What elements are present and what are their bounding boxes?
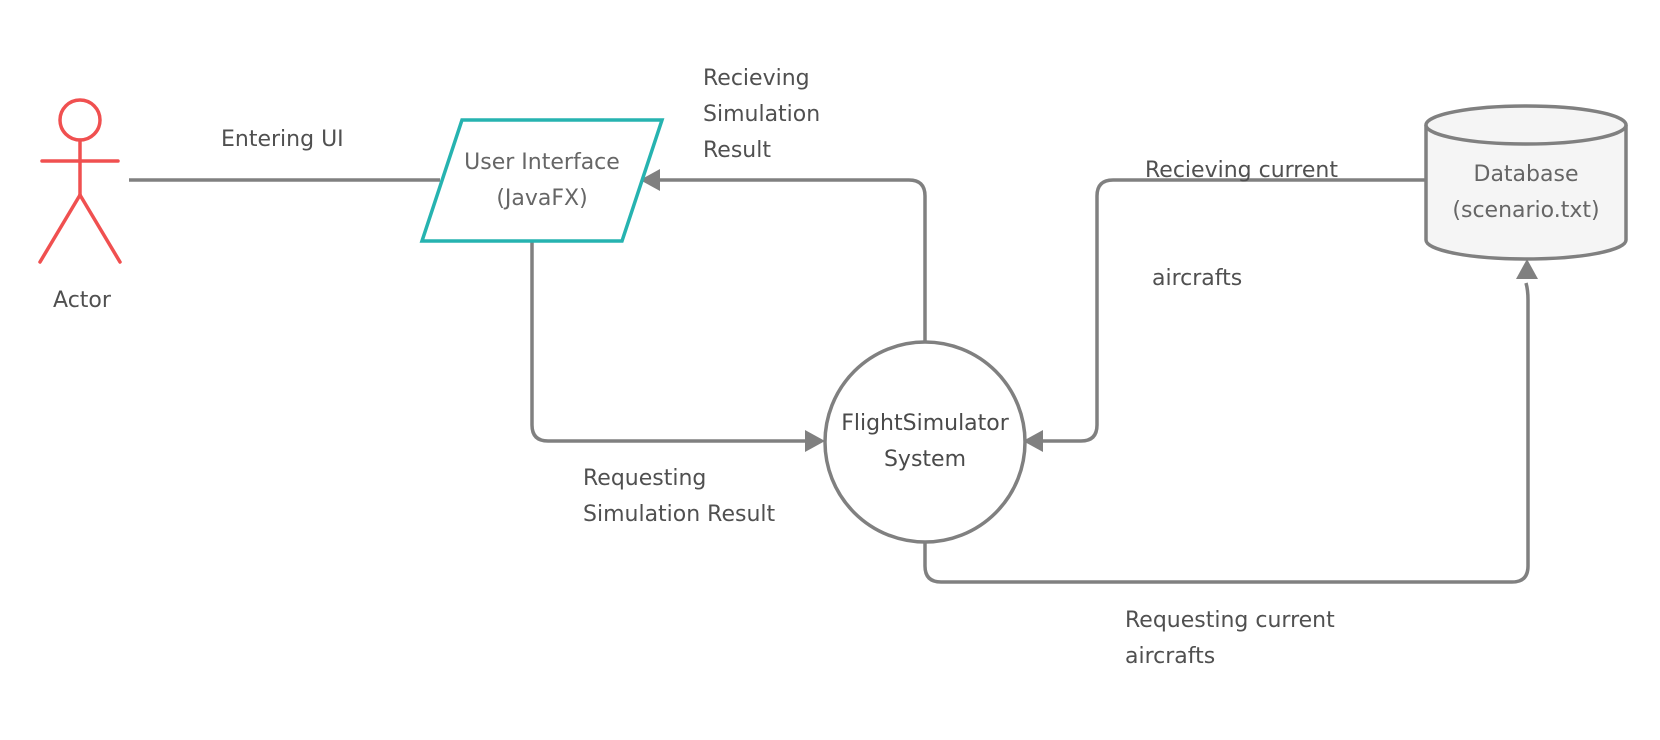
database-node-label: Database (scenario.txt) <box>1426 157 1626 229</box>
edge-label-receiving-aircrafts: Recieving current aircrafts <box>1145 81 1338 369</box>
arrowhead-to-ui <box>640 169 660 191</box>
edge-label-receiving-aircrafts-line2: aircrafts <box>1145 266 1243 291</box>
actor-label-text: Actor <box>53 288 111 313</box>
edge-label-requesting-aircrafts-line1: Requesting current <box>1125 608 1335 633</box>
edge-label-requesting-aircrafts-line2: aircrafts <box>1125 644 1216 669</box>
edge-label-requesting-result: Requesting Simulation Result <box>583 461 775 533</box>
edge-label-requesting-aircrafts: Requesting current aircrafts <box>1125 603 1335 675</box>
ui-node-label: User Interface (JavaFX) <box>437 145 647 217</box>
edge-requesting-aircrafts <box>923 282 1530 584</box>
arrowhead-to-system-left <box>805 430 825 452</box>
system-node-shape <box>823 340 1027 544</box>
ui-node-line2: (JavaFX) <box>496 186 588 211</box>
actor-icon <box>38 98 122 264</box>
edge-label-entering-ui: Entering UI <box>221 122 344 158</box>
arrowhead-to-system-right <box>1023 430 1043 452</box>
edge-label-requesting-result-line1: Requesting <box>583 466 707 491</box>
database-node-line2: (scenario.txt) <box>1452 198 1600 223</box>
edge-label-receiving-result-line3: Result <box>703 138 771 163</box>
ui-node-shape <box>419 118 665 243</box>
system-node-line1: FlightSimulator <box>841 411 1009 436</box>
database-node-line1: Database <box>1473 162 1579 187</box>
system-node-line2: System <box>883 447 967 472</box>
edge-label-receiving-aircrafts-line1: Recieving current <box>1145 158 1338 183</box>
edge-receiving-result <box>658 178 927 342</box>
actor-label: Actor <box>47 283 117 319</box>
system-node-label: FlightSimulator System <box>825 406 1025 478</box>
database-icon <box>1424 104 1628 261</box>
edge-label-receiving-result-line2: Simulation <box>703 102 821 127</box>
edge-label-receiving-result: Recieving Simulation Result <box>703 61 820 169</box>
arrowhead-to-database <box>1516 259 1538 279</box>
ui-node-line1: User Interface <box>464 150 620 175</box>
edge-label-receiving-result-line1: Recieving <box>703 66 810 91</box>
edge-receiving-aircrafts <box>1042 178 1426 443</box>
edge-label-requesting-result-line2: Simulation Result <box>583 502 776 527</box>
edge-requesting-result <box>530 236 806 443</box>
edge-label-entering-ui-text: Entering UI <box>221 127 344 152</box>
